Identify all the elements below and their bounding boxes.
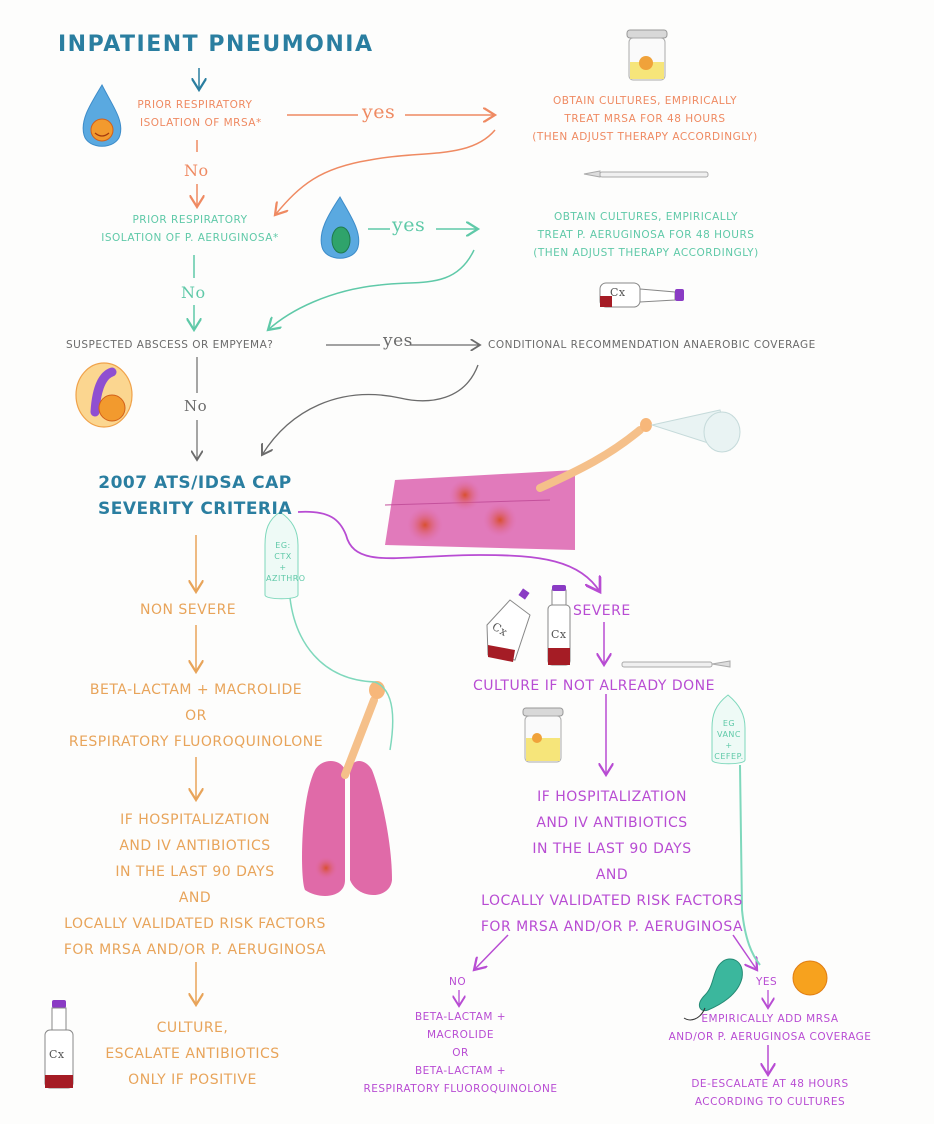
non-severe-label: Non severe (140, 602, 237, 618)
non-severe-condition: If hospitalizationand IV antibioticsin t… (63, 812, 327, 958)
swab-icon (583, 170, 709, 178)
severe-no-therapy: Beta-lactam +macrolideorbeta-lactam +res… (363, 1011, 558, 1095)
iv-bag-icon (264, 511, 394, 751)
abscess-action: Conditional recommendation anaerobic cov… (488, 339, 816, 351)
lungs-illustration (302, 681, 392, 896)
culture-bottle-icon (44, 1000, 74, 1089)
culture-bottle-icon (599, 282, 684, 308)
mrsa-no-label: No (184, 161, 209, 180)
bottle-label: Cx (49, 1048, 65, 1061)
iv-bag-icon (711, 694, 761, 966)
mrsa-droplet-icon (82, 83, 122, 147)
severe-culture: Culture if not already done (473, 678, 716, 694)
pseudomonas-question: Prior respiratoryisolation of P. aerugin… (101, 214, 279, 244)
arrow-pseudomonas-return (268, 249, 475, 330)
severe-deescalate: De-escalate at 48 hoursaccording to cult… (691, 1078, 849, 1108)
swab-icon (621, 660, 731, 668)
arrow-condition-to-yes (732, 934, 757, 970)
severe-yes-therapy: Empirically add MRSAand/or P. aeruginosa… (668, 1013, 872, 1043)
severe-condition: If hospitalizationand IV antibioticsin t… (480, 789, 744, 935)
page-title: Inpatient Pneumonia (58, 32, 374, 57)
pseudomonas-no-label: No (181, 283, 206, 302)
mrsa-coccus-icon (792, 960, 828, 996)
iv-bag-left-label: eg:CTX+AZITHRO (266, 541, 306, 583)
specimen-jar-icon (626, 29, 668, 81)
non-severe-therapy: Beta-lactam + macrolideorrespiratory flu… (68, 682, 324, 750)
mrsa-yes-label: yes (362, 101, 396, 123)
severity-criteria: 2007 ATS/IDSA CAPseverity criteria (97, 473, 293, 519)
bottle-label: Cx (610, 286, 626, 299)
severe-yes-label: Yes (756, 976, 778, 988)
pseudomonas-bacterium-icon (683, 958, 743, 1021)
arrow-mrsa-return (275, 129, 496, 215)
abscess-no-label: No (184, 397, 208, 415)
culture-bottles-icon (486, 585, 571, 666)
pseudomonas-droplet-icon (320, 196, 360, 259)
arrow-abscess-return (262, 364, 479, 455)
iv-bag-right-label: egVANC+CEFEP. (714, 719, 744, 761)
abscess-question: Suspected abscess or empyema? (66, 339, 274, 351)
pseudomonas-action: Obtain cultures, empiricallytreat P. aer… (533, 211, 759, 259)
arrow-condition-to-no (474, 934, 509, 970)
bottle-label: Cx (551, 628, 567, 641)
abscess-organism-icon (75, 362, 133, 428)
severe-no-label: No (449, 976, 467, 988)
specimen-jar-icon (522, 707, 564, 763)
pseudomonas-yes-label: yes (392, 214, 426, 236)
mrsa-action: Obtain cultures, empiricallytreat MRSA f… (532, 95, 758, 143)
arrow-criteria-to-severe (297, 510, 600, 592)
mrsa-question: Prior respiratoryisolation of MRSA* (137, 99, 262, 129)
severe-label: Severe (573, 603, 631, 619)
abscess-yes-label: yes (383, 331, 413, 351)
non-severe-outcome: Culture,escalate antibioticsonly if posi… (105, 1020, 280, 1088)
lung-tissue-illustration (384, 409, 741, 550)
